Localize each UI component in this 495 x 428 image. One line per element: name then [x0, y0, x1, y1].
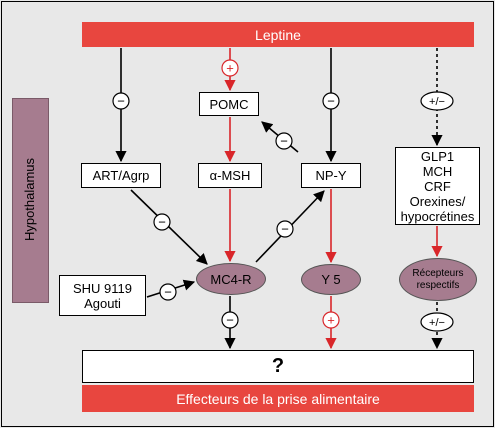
plus-text: + [327, 313, 335, 328]
minus-symbol-art-mc4r: − [153, 213, 171, 231]
orexines-label: Orexines/ [409, 193, 466, 209]
hypocretines-label: hypocrétines [400, 208, 475, 224]
minus-text: − [280, 134, 288, 149]
minus-symbol-shu: − [159, 283, 177, 301]
shu-label: SHU 9119 [72, 280, 132, 296]
plus-text: + [226, 61, 234, 76]
question-box: ? [82, 350, 474, 383]
minus-text: − [117, 94, 125, 109]
effecteurs-label: Effecteurs de la prise alimentaire [176, 390, 380, 407]
crf-label: CRF [424, 178, 451, 194]
plusminus-symbol-glp1: +/− [420, 91, 454, 111]
plusminus-symbol-recepteurs-out: +/− [420, 312, 454, 332]
pomc-box: POMC [199, 92, 259, 116]
np-y-label: NP-Y [315, 168, 347, 183]
minus-symbol-mc4r-npy: − [276, 220, 294, 238]
respectifs-label: respectifs [416, 279, 460, 291]
minus-text: − [164, 285, 172, 300]
arrow-art-mc4r [130, 189, 208, 265]
glp1-group-box: GLP1 MCH CRF Orexines/ hypocrétines [395, 147, 480, 225]
minus-symbol-art: − [112, 92, 130, 110]
hypothalamus-block [12, 98, 49, 303]
art-agrp-box: ART/Agrp [81, 163, 161, 188]
mch-label: MCH [422, 163, 453, 179]
alpha-msh-box: α-MSH [198, 163, 262, 188]
leptine-bar: Leptine [82, 22, 474, 47]
art-agrp-label: ART/Agrp [92, 168, 150, 183]
leptine-label: Leptine [255, 26, 301, 43]
agouti-label: Agouti [84, 295, 121, 311]
y5-label: Y 5 [321, 272, 341, 287]
shu-agouti-box: SHU 9119 Agouti [59, 275, 146, 316]
mc4r-oval: MC4-R [196, 263, 266, 295]
minus-symbol-npy: − [322, 92, 340, 110]
plusminus-text: +/− [429, 96, 445, 108]
effecteurs-bar: Effecteurs de la prise alimentaire [82, 385, 474, 412]
y5-oval: Y 5 [301, 264, 361, 295]
minus-text: − [158, 215, 166, 230]
plus-symbol-pomc: + [221, 59, 239, 77]
minus-text: − [327, 94, 335, 109]
np-y-box: NP-Y [301, 163, 361, 188]
minus-symbol-mc4r-out: − [221, 311, 239, 329]
minus-text: − [281, 222, 289, 237]
plusminus-text: +/− [429, 317, 445, 329]
alpha-msh-label: α-MSH [209, 168, 251, 183]
question-label: ? [271, 355, 285, 377]
glp1-label: GLP1 [420, 148, 455, 164]
minus-text: − [226, 313, 234, 328]
plus-symbol-y5-out: + [322, 311, 340, 329]
minus-symbol-npy-pomc: − [275, 132, 293, 150]
recepteurs-oval: Récepteurs respectifs [399, 258, 477, 301]
mc4r-label: MC4-R [210, 271, 252, 287]
recepteurs-label: Récepteurs [412, 267, 464, 279]
pomc-label: POMC [209, 96, 249, 112]
